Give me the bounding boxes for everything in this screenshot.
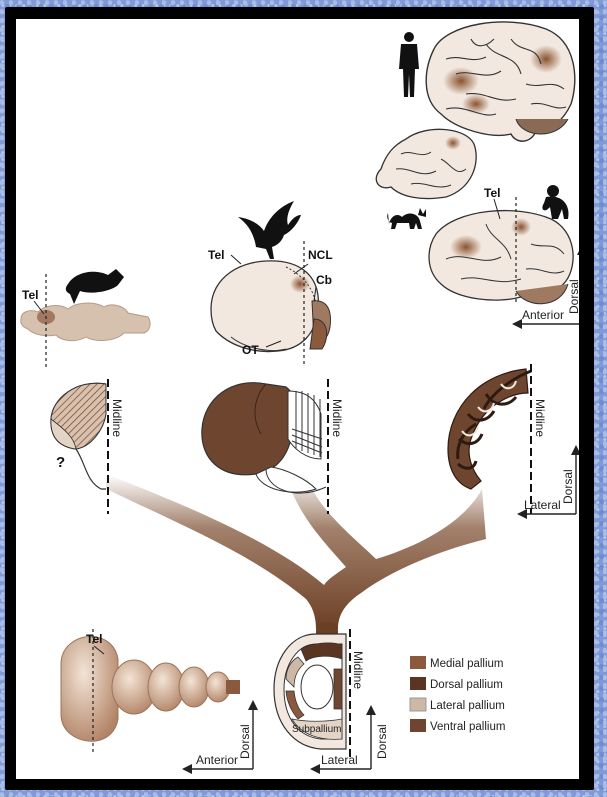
label-tel-bird: Tel xyxy=(208,248,224,262)
embryo-section xyxy=(274,629,350,759)
cat-silhouette-icon xyxy=(387,208,426,229)
axis-midline-bird: Midline xyxy=(330,399,344,437)
crow-silhouette-icon xyxy=(238,201,301,259)
label-cb: Cb xyxy=(316,273,332,287)
legend-label-lateral: Lateral pallium xyxy=(430,700,505,712)
label-ncl: NCL xyxy=(308,248,333,262)
label-tel-fish: Tel xyxy=(22,288,38,302)
monkey-silhouette-icon xyxy=(542,185,568,219)
axis-dorsal-mammal: Dorsal xyxy=(561,469,575,504)
axis-lateral-section: Lateral xyxy=(321,753,358,767)
label-tel-embryo: Tel xyxy=(86,632,102,646)
axis-dorsal-monkey: Dorsal xyxy=(567,279,579,314)
legend-label-ventral: Ventral pallium xyxy=(430,721,505,733)
fish-section xyxy=(51,379,108,514)
label-ot: OT xyxy=(242,343,259,357)
fish-silhouette-icon xyxy=(66,269,124,304)
axis-dorsal-embryo: Dorsal xyxy=(238,724,252,759)
axis-midline-embryo: Midline xyxy=(351,651,365,689)
legend: Medial pallium Dorsal pallium Lateral pa… xyxy=(410,656,505,733)
evolution-diagram: Tel Dorsal Anterior Tel Tel NCL Cb OT xyxy=(16,19,579,779)
legend-swatch-medial xyxy=(410,656,426,669)
axis-midline-mammal: Midline xyxy=(533,399,547,437)
legend-label-dorsal: Dorsal pallium xyxy=(430,679,503,691)
legend-label-medial: Medial pallium xyxy=(430,658,504,670)
figure-panel: Tel Dorsal Anterior Tel Tel NCL Cb OT xyxy=(16,19,579,779)
legend-swatch-ventral xyxy=(410,719,426,732)
legend-swatch-dorsal xyxy=(410,677,426,690)
axis-anterior-embryo: Anterior xyxy=(196,753,238,767)
embryo-brain xyxy=(61,629,240,754)
label-question: ? xyxy=(56,454,65,471)
human-brain xyxy=(426,22,575,141)
phylogeny-tree xyxy=(86,474,486,659)
legend-swatch-lateral xyxy=(410,698,426,711)
axis-lateral-mammal: Lateral xyxy=(524,498,561,512)
label-subpallium: Subpallium xyxy=(292,724,341,735)
label-tel-monkey: Tel xyxy=(484,186,500,200)
axis-midline-fish: Midline xyxy=(110,399,124,437)
axis-anterior-monkey: Anterior xyxy=(522,308,564,322)
axis-dorsal-section: Dorsal xyxy=(375,724,389,759)
cat-brain xyxy=(376,129,476,198)
tree-branches xyxy=(86,474,486,629)
human-silhouette-icon xyxy=(399,32,419,97)
mammal-section xyxy=(448,364,531,514)
